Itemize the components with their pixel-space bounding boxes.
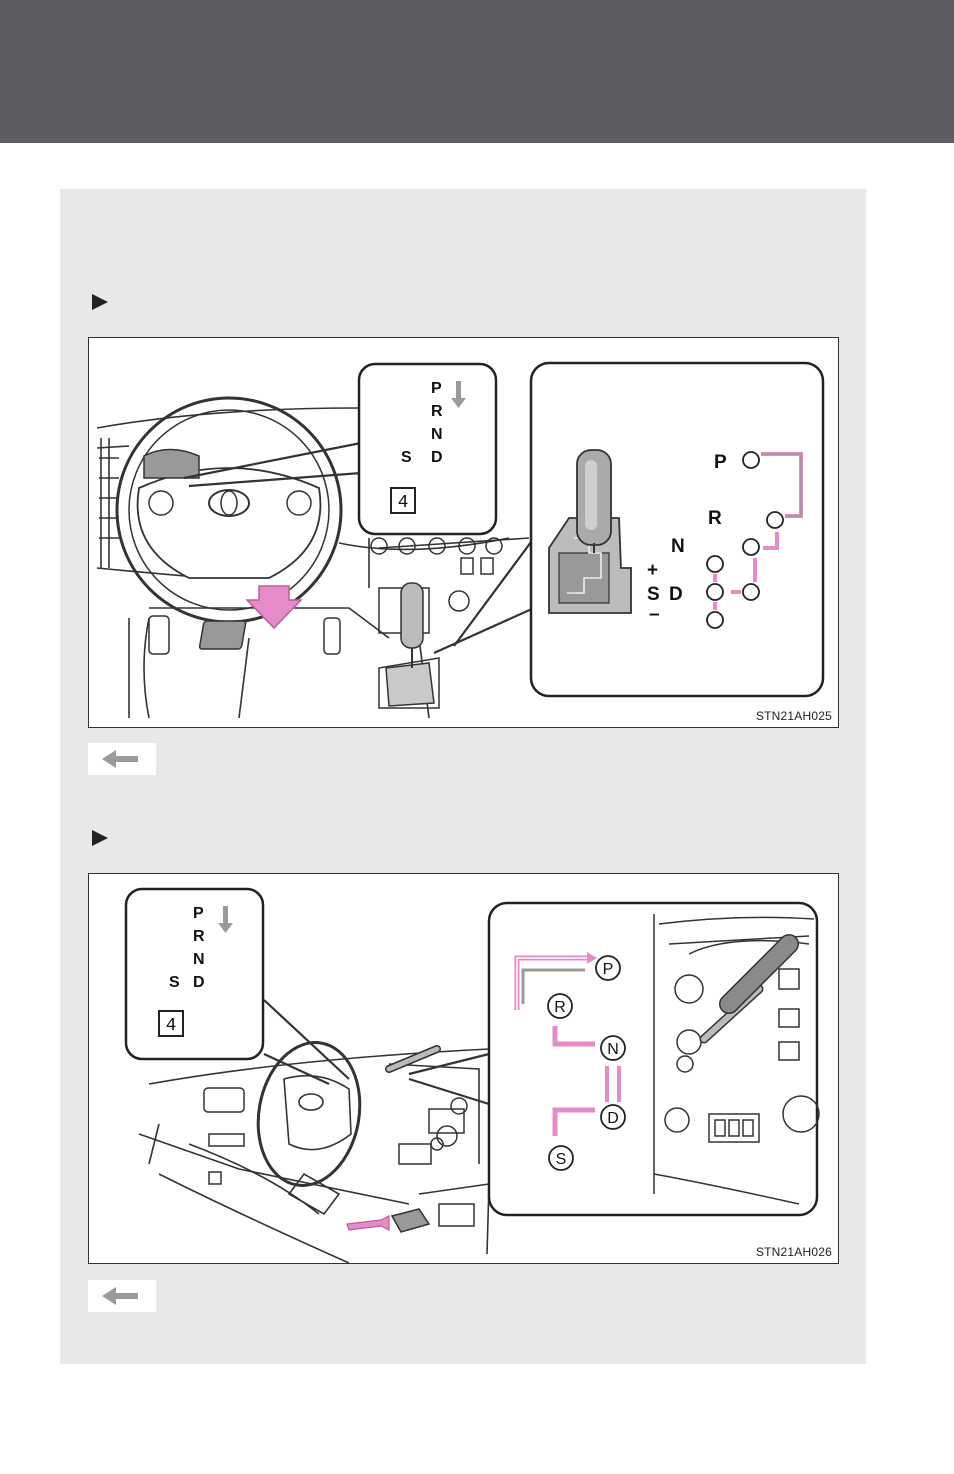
gear-display: 4 [398,493,409,513]
indicator-s: S [169,974,180,991]
steering-wheel [256,1041,362,1187]
figure-code: STN21AH025 [755,709,832,723]
indicator-n: N [431,426,443,443]
gate-position-minus [706,611,724,629]
shift-indicator-callout [357,362,498,536]
indicator-d: D [193,974,205,991]
gate-position-r [766,511,784,529]
gate-r: R [708,508,722,529]
down-arrow-icon [218,906,233,933]
left-arrow-icon [102,1287,138,1305]
position-n-label: N [607,1041,619,1058]
gate-position-p [742,451,760,469]
brake-press-arrow [346,1215,390,1231]
steering-wheel [115,396,343,624]
down-arrow-icon [451,381,466,408]
gate-plus: + [647,560,658,581]
gate-n: N [671,536,685,557]
gate-position-s [706,583,724,601]
gate-d: D [669,584,683,605]
indicator-p: P [193,905,204,922]
indicator-s: S [401,449,412,466]
gate-position-plus [706,555,724,573]
shift-gate-callout [487,901,819,1217]
figure-code: STN21AH026 [755,1245,832,1259]
position-s-label: S [556,1151,567,1168]
position-d [600,1104,626,1130]
left-arrow-icon [102,750,138,768]
figure-floor-shift: P R N D S 4 P R N + S D – [88,337,839,728]
gate-p: P [714,452,727,473]
gate-s: S [647,584,660,605]
gear-display-box [158,1010,184,1037]
brake-press-arrow [245,585,303,630]
triangle-bullet-icon [92,294,108,310]
gate-minus: – [649,604,660,625]
position-s [548,1145,574,1171]
position-r [547,993,573,1019]
shift-indicator-callout [124,887,265,1061]
back-button[interactable] [88,1280,156,1312]
position-p [595,955,621,981]
figure-column-shift: P R N D S 4 [88,873,839,1264]
indicator-r: R [193,928,205,945]
gate-position-d [742,583,760,601]
position-d-label: D [607,1110,619,1127]
indicator-p: P [431,380,442,397]
gear-display-box [390,487,416,514]
indicator-n: N [193,951,205,968]
position-n [600,1035,626,1061]
header-bar [0,0,954,143]
back-button[interactable] [88,743,156,775]
indicator-d: D [431,449,443,466]
indicator-r: R [431,403,443,420]
position-p-label: P [603,961,614,978]
triangle-bullet-icon [92,830,108,846]
gate-position-n [742,538,760,556]
position-r-label: R [554,999,566,1016]
gear-display: 4 [166,1016,177,1036]
